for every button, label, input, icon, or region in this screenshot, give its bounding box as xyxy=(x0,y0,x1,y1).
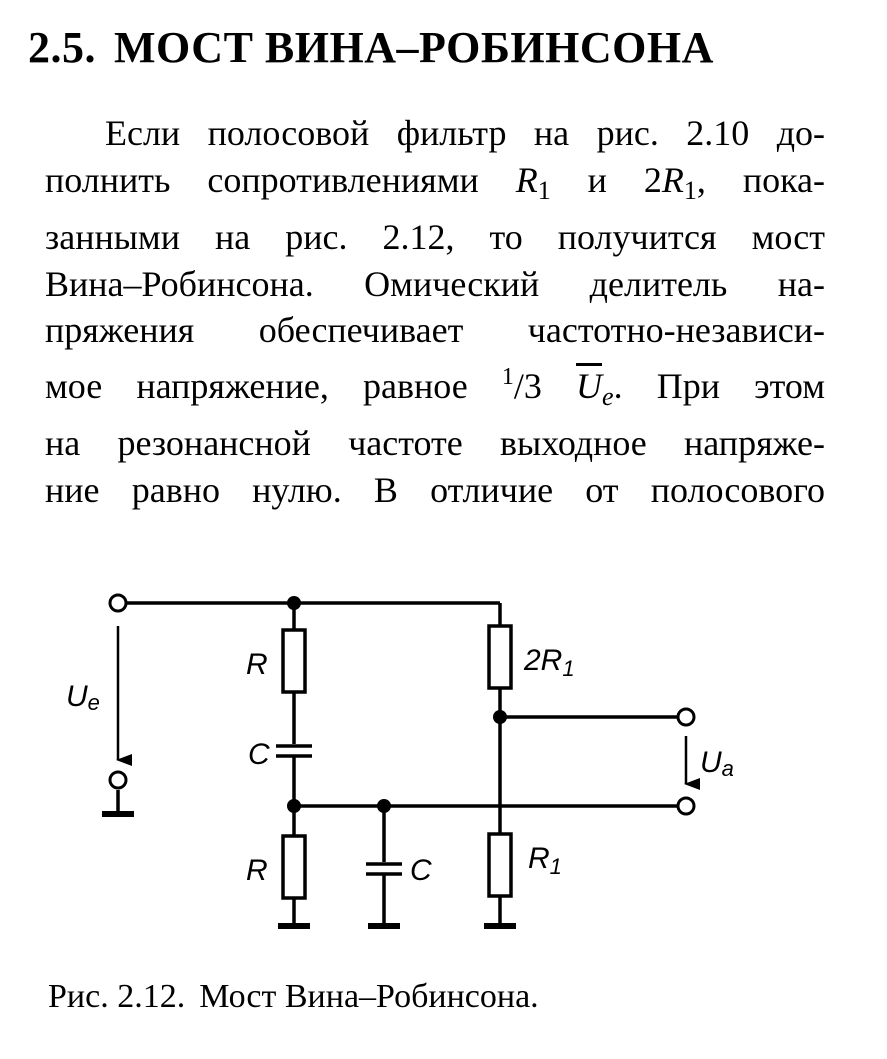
line-4-text: Вина–Робинсона. Омический делитель на- xyxy=(45,263,825,304)
symbol-r1: R xyxy=(515,159,538,200)
caption-prefix: Рис. 2.12. xyxy=(48,978,186,1015)
line-7-text: на резонансной частоте выходное напряже- xyxy=(45,423,825,463)
line-6-text-b: При этом xyxy=(622,365,825,406)
label-ua: Ua xyxy=(700,746,734,781)
terminal-input-bottom xyxy=(108,770,128,790)
symbol-ue: U xyxy=(576,365,603,406)
junction-output xyxy=(493,710,507,724)
line-2-text-b: и 2 xyxy=(550,159,662,200)
line-1-text: Если полосовой фильтр на рис. 2.10 до- xyxy=(105,113,825,153)
paragraph-line-8: ние равно нулю. В отличие от полосового xyxy=(45,467,825,514)
caption-text: Мост Вина–Робинсона. xyxy=(199,978,539,1015)
section-title: МОСТ ВИНА–РОБИНСОНА xyxy=(114,23,714,72)
terminal-output-top xyxy=(676,707,696,727)
paragraph-line-4: Вина–Робинсона. Омический делитель на- xyxy=(45,261,825,308)
symbol-2r1: R xyxy=(661,159,684,200)
resistor-r-top xyxy=(281,628,307,694)
label-2r1: 2R1 xyxy=(523,644,575,681)
junction-mid-c xyxy=(377,799,391,813)
label-r1: R1 xyxy=(528,842,562,879)
paragraph-line-1: Если полосовой фильтр на рис. 2.10 до- xyxy=(105,110,825,157)
line-2-text-c: , пока- xyxy=(696,159,825,200)
symbol-r1-sub: 1 xyxy=(537,175,551,205)
body-paragraph: Если полосовой фильтр на рис. 2.10 до- п… xyxy=(45,110,825,513)
line-8-text: ние равно нулю. В отличие от полосового xyxy=(45,469,825,510)
junction-mid-left xyxy=(287,799,301,813)
paragraph-line-2: полнить сопротивлениями R1 и 2R1, пока- xyxy=(45,157,825,215)
symbol-ue-sub: e xyxy=(602,381,614,411)
section-number: 2.5. xyxy=(28,23,96,72)
resistor-r-bottom xyxy=(281,834,307,900)
line-2-text-a: полнить сопротивлениями xyxy=(45,159,516,200)
fraction-denominator: /3 xyxy=(513,365,577,406)
wien-robinson-bridge-diagram: Ue Ua R C R C 2R1 R1 xyxy=(66,593,734,929)
figure-caption: Рис. 2.12. Мост Вина–Робинсона. xyxy=(48,978,539,1016)
junction-top-left xyxy=(287,596,301,610)
resistor-r1 xyxy=(487,832,513,898)
label-r-top: R xyxy=(246,648,268,681)
section-heading: 2.5. МОСТ ВИНА–РОБИНСОНА xyxy=(28,22,714,73)
terminal-output-bottom xyxy=(676,796,696,816)
line-6-dot: . xyxy=(613,365,623,406)
label-ue: Ue xyxy=(66,680,100,715)
line-5-text: пряжения обеспечивает частотно-независи- xyxy=(45,310,825,350)
fraction-numerator: 1 xyxy=(501,363,514,390)
paragraph-line-5: пряжения обеспечивает частотно-независи- xyxy=(45,307,825,354)
label-c-bottom: C xyxy=(410,854,432,887)
terminal-input-top xyxy=(108,593,128,613)
symbol-2r1-sub: 1 xyxy=(683,175,697,205)
label-r-bottom: R xyxy=(246,854,268,887)
paragraph-line-7: на резонансной частоте выходное напряже- xyxy=(45,420,825,467)
paragraph-line-6: мое напряжение, равное 1/3 Ue. При этом xyxy=(45,354,825,421)
resistor-2r1 xyxy=(487,624,513,690)
label-c-mid: C xyxy=(248,738,270,771)
terminals xyxy=(108,593,696,816)
line-3-text: занными на рис. 2.12, то получится мост xyxy=(45,217,825,257)
circuit-wires xyxy=(102,601,700,929)
paragraph-line-3: занными на рис. 2.12, то получится мост xyxy=(45,214,825,261)
junctions xyxy=(287,596,507,813)
line-6-text-a: мое напряжение, равное xyxy=(45,365,502,406)
